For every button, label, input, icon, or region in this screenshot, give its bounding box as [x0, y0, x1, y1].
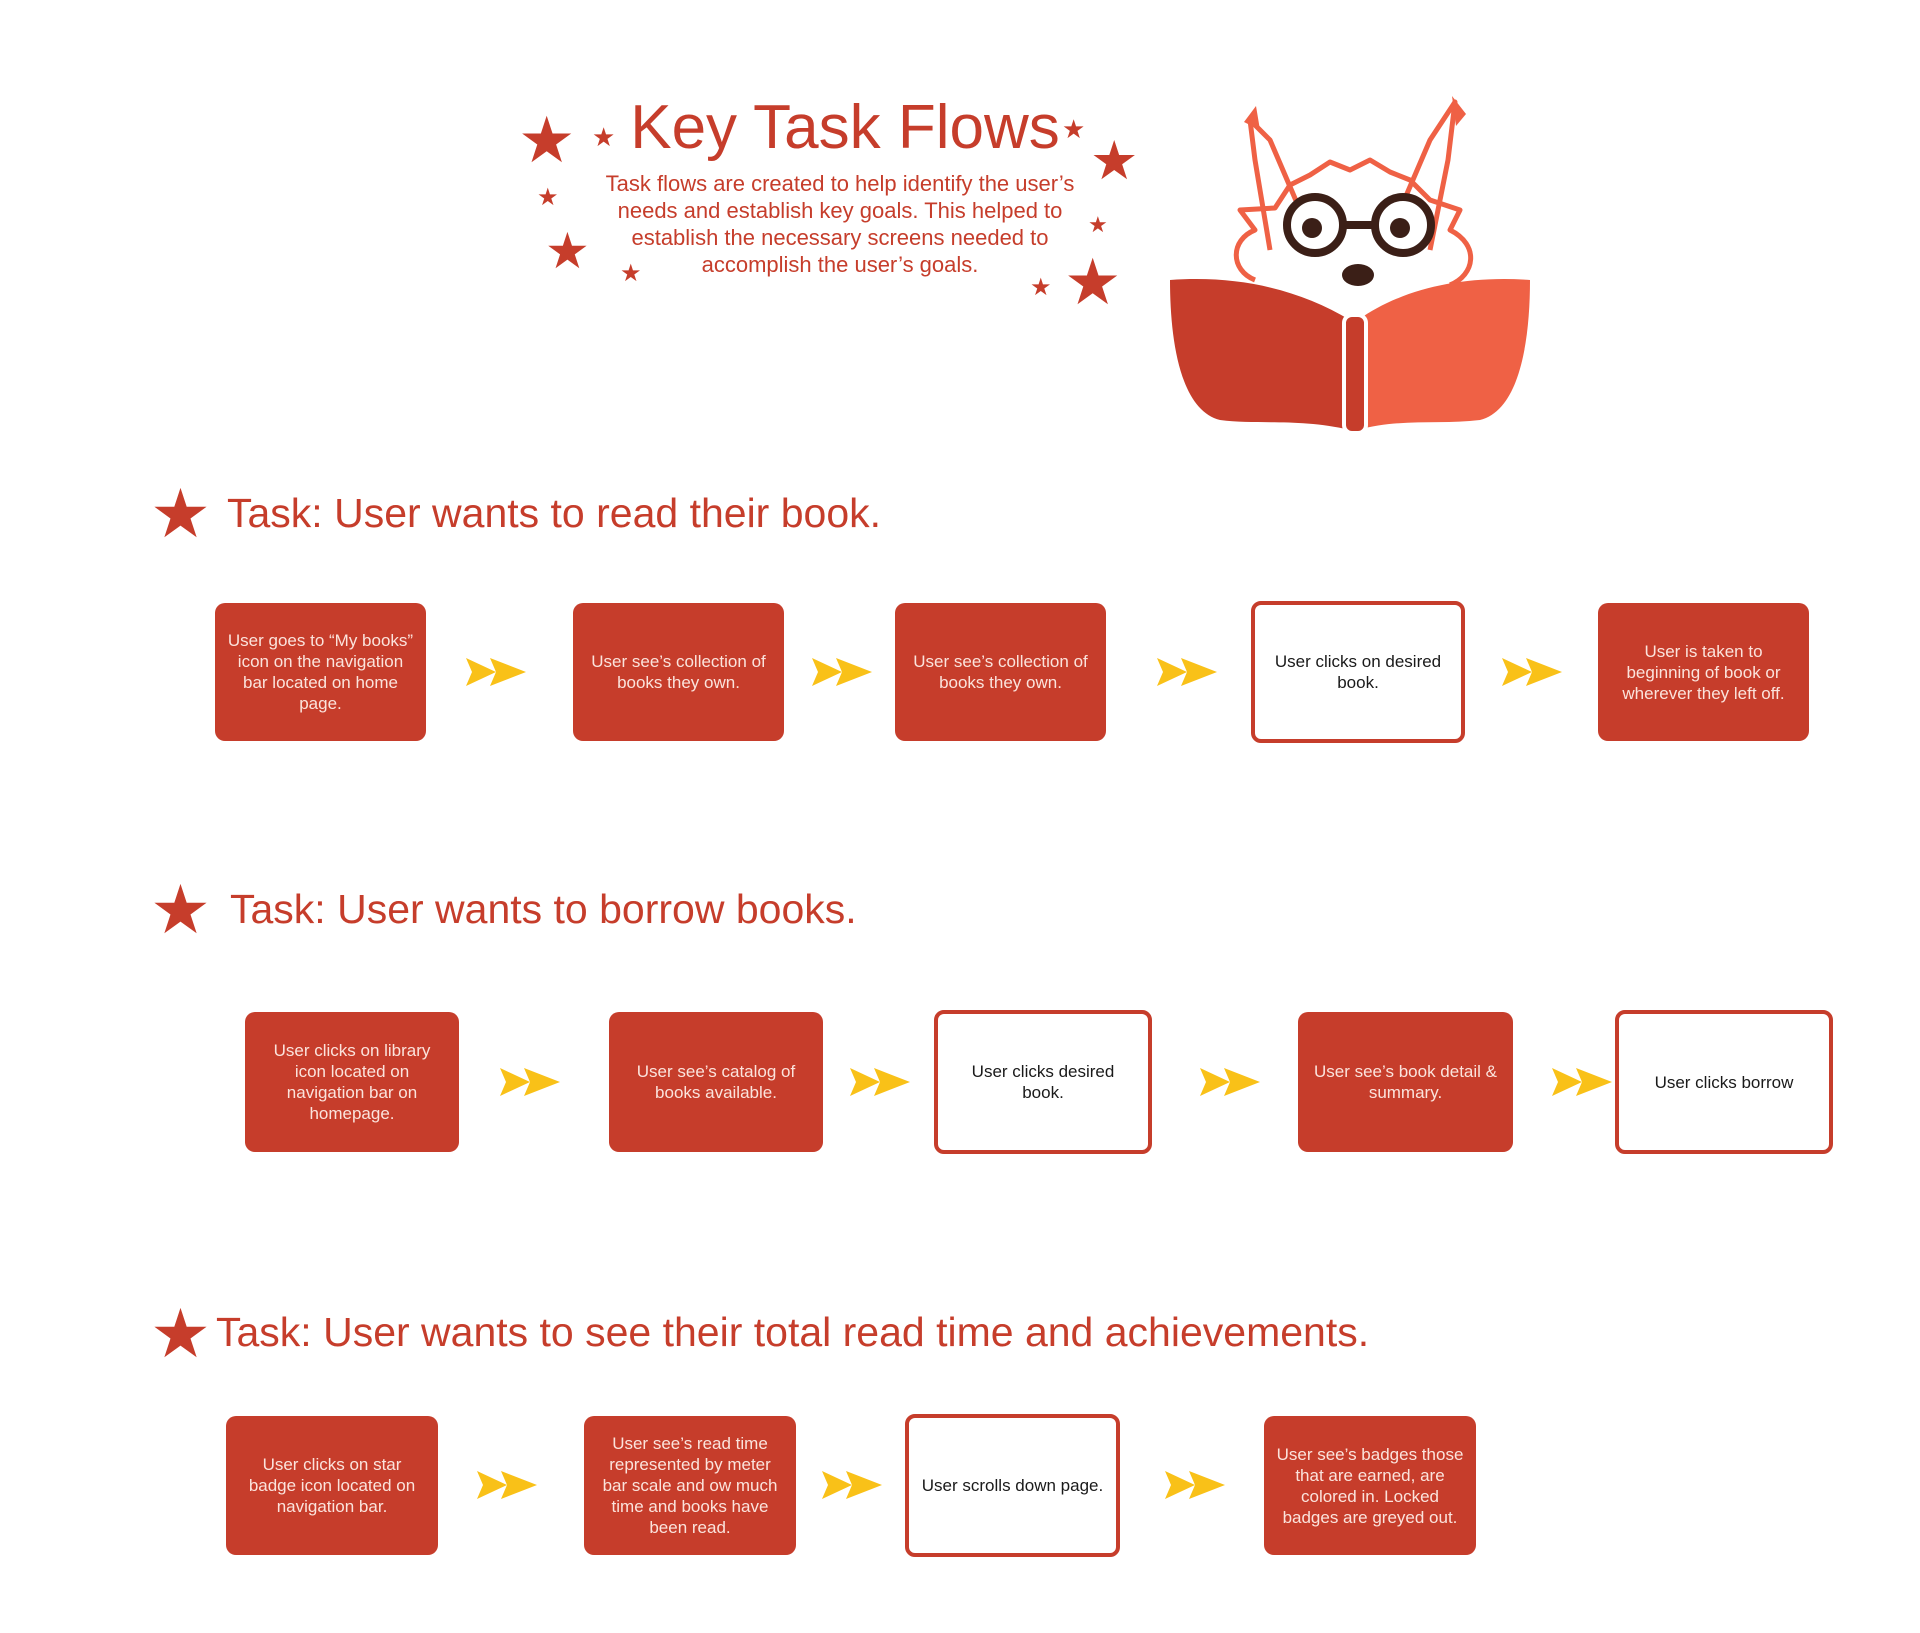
flow-step-text: User clicks on star badge icon located o…: [248, 1455, 416, 1516]
task-heading-achievements: Task: User wants to see their total read…: [216, 1309, 1370, 1355]
flow-step-box: User see’s read time represented by mete…: [584, 1416, 796, 1555]
flow-step-box: User see’s collection of books they own.: [573, 603, 784, 741]
flow-step-box: User see’s collection of books they own.: [895, 603, 1106, 741]
flow-step-text: User see’s badges those that are earned,…: [1276, 1444, 1464, 1527]
page-title: Key Task Flows: [630, 93, 1060, 162]
flow-step-text: User see’s collection of books they own.: [591, 652, 766, 692]
decorative-star-icon: ★: [1090, 131, 1139, 191]
flow-step-text: User see’s catalog of books available.: [636, 1062, 796, 1102]
decorative-star-icon: ★: [518, 104, 576, 176]
flow-arrow-icon: [850, 1068, 910, 1096]
flow-step-text: User is taken to beginning of book or wh…: [1622, 641, 1785, 703]
flow-step-text: User clicks on desired book.: [1274, 652, 1442, 692]
flow-arrow-icon: [822, 1471, 882, 1499]
flow-step-text: User clicks borrow: [1654, 1072, 1794, 1092]
flow-step-box: User clicks on desired book.: [1251, 601, 1465, 743]
task-star-icon: ★: [150, 476, 211, 552]
flow-step-text: User clicks on library icon located on n…: [273, 1041, 431, 1123]
task-heading-borrow: Task: User wants to borrow books.: [230, 886, 857, 932]
flow-step-text: User see’s read time represented by mete…: [602, 1434, 778, 1537]
flow-step-text: User see’s book detail & summary.: [1313, 1062, 1497, 1102]
decorative-star-icon: ★: [1088, 212, 1108, 237]
flow-arrow-icon: [1157, 658, 1217, 686]
task-star-icon: ★: [150, 872, 211, 948]
fox-reading-book-mascot: [1170, 96, 1530, 435]
decorative-star-icon: ★: [537, 184, 559, 211]
flow-step-text: User clicks desired book.: [971, 1062, 1115, 1102]
decorative-star-icon: ★: [1064, 246, 1122, 318]
flow-arrow-icon: [500, 1068, 560, 1096]
flow-step-box: User see’s catalog of books available.: [609, 1012, 823, 1152]
flow-arrow-icon: [1200, 1068, 1260, 1096]
flow-step-text: User see’s collection of books they own.: [913, 652, 1088, 692]
flow-arrow-icon: [466, 658, 526, 686]
flow-arrow-icon: [477, 1471, 537, 1499]
flow-step-box: User clicks on library icon located on n…: [245, 1012, 459, 1152]
intro-text: Task flows are created to help identify …: [605, 171, 1075, 277]
flow-step-box: User goes to “My books” icon on the navi…: [215, 603, 426, 741]
task-heading-read: Task: User wants to read their book.: [227, 490, 882, 536]
flow-arrow-icon: [812, 658, 872, 686]
flow-step-box: User scrolls down page.: [905, 1414, 1120, 1557]
decorative-star-icon: ★: [592, 122, 616, 152]
flow-arrow-icon: [1165, 1471, 1225, 1499]
flow-step-box: User clicks borrow: [1615, 1010, 1833, 1154]
decorative-star-icon: ★: [545, 223, 590, 279]
flow-step-text: User goes to “My books” icon on the navi…: [227, 631, 414, 713]
flow-step-text: User scrolls down page.: [921, 1476, 1104, 1495]
flow-step-box: User see’s badges those that are earned,…: [1264, 1416, 1476, 1555]
flow-step-box: User clicks desired book.: [934, 1010, 1152, 1154]
task-star-icon: ★: [150, 1296, 211, 1372]
decorative-star-icon: ★: [620, 260, 642, 287]
decorative-star-icon: ★: [1062, 114, 1086, 144]
flow-step-box: User is taken to beginning of book or wh…: [1598, 603, 1809, 741]
flow-arrow-icon: [1552, 1068, 1612, 1096]
flow-arrow-icon: [1502, 658, 1562, 686]
flow-step-box: User see’s book detail & summary.: [1298, 1012, 1513, 1152]
flow-step-box: User clicks on star badge icon located o…: [226, 1416, 438, 1555]
decorative-star-icon: ★: [1030, 274, 1052, 301]
